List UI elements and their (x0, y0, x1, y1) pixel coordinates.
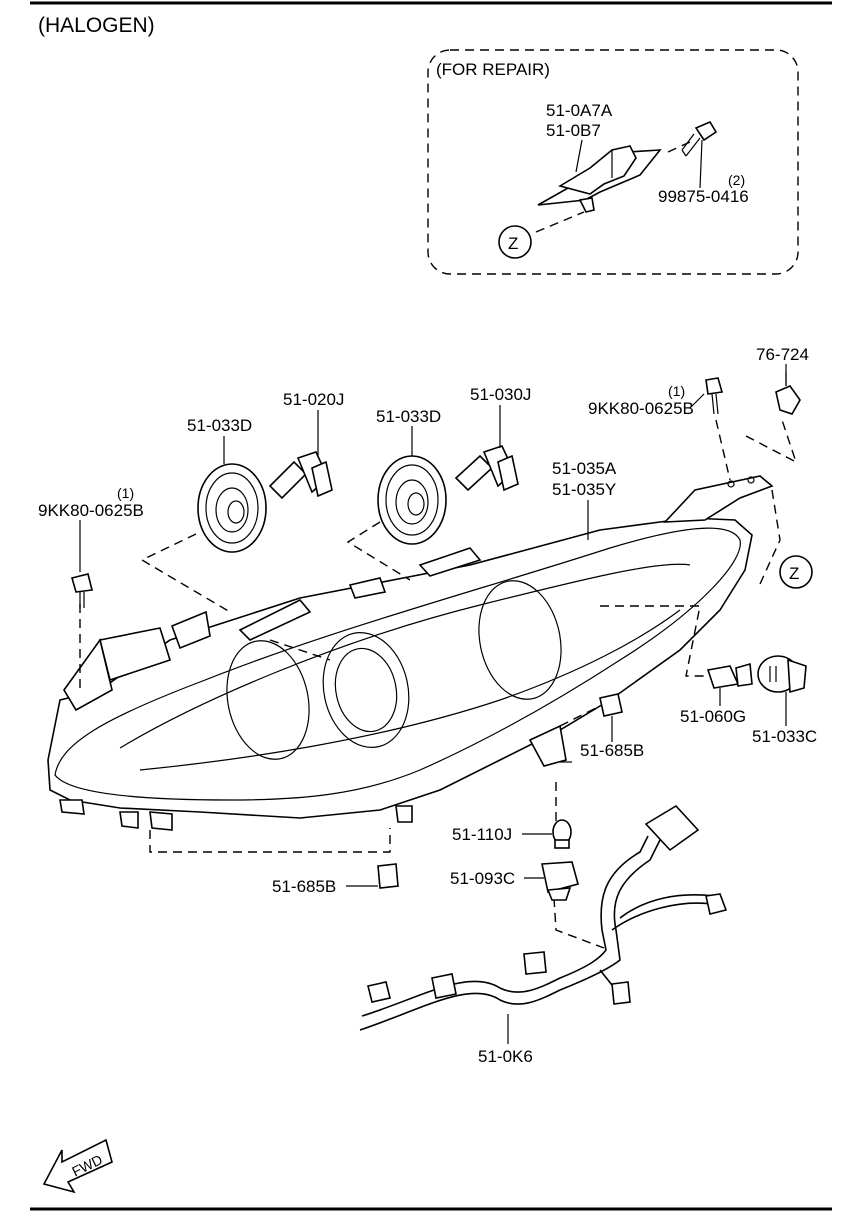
reflector-left (226, 640, 310, 760)
repair-screw-label: 99875-0416 (658, 187, 749, 206)
side-marker-bulb (706, 662, 753, 689)
repair-screw-dashline (667, 141, 691, 153)
callout-turn-socket: 51-093C (450, 869, 515, 888)
callout-bulb-holder-right: 51-033D (376, 407, 441, 426)
callout-bulb-left: 51-020J (283, 390, 344, 409)
callout-screw-right: 9KK80-0625B (588, 399, 694, 418)
harness-connector-left (367, 981, 391, 1003)
headlamp-bulb-left (268, 451, 333, 500)
diagram-title: (HALOGEN) (38, 14, 155, 37)
assembly-dashlines (79, 419, 798, 949)
fwd-arrow: FWD (42, 1138, 113, 1194)
side-marker-socket (757, 655, 807, 694)
repair-zone-letter: Z (508, 234, 518, 253)
reflector-right (478, 580, 562, 700)
harness-connector-aux (705, 893, 728, 915)
clip (775, 372, 801, 415)
headlamp-bulb-right (454, 445, 519, 492)
projector-lens (322, 631, 410, 749)
screw-left (71, 573, 93, 608)
callout-side-bulb: 51-060G (680, 707, 746, 726)
repair-zone-circle (498, 225, 532, 259)
repair-bracket-leader (575, 139, 583, 173)
callout-bracket-right: 51-685B (580, 741, 644, 760)
repair-inset-title: (FOR REPAIR) (436, 60, 550, 79)
callout-headlamp-a: 51-035A (552, 459, 617, 478)
callout-harness: 51-0K6 (478, 1047, 533, 1066)
repair-screw-qty: (2) (728, 172, 745, 188)
repair-bracket (537, 145, 662, 213)
callout-headlamp-b: 51-035Y (552, 480, 616, 499)
turn-socket (541, 861, 579, 901)
wiring-harness (359, 804, 728, 1031)
bulb-holder-right (377, 455, 447, 545)
callout-bracket-bottom: 51-685B (272, 877, 336, 896)
repair-inset: (FOR REPAIR) 51-0A7A 51-0B7 (2) 99875-04… (427, 49, 799, 275)
bracket-right (599, 693, 623, 717)
callout-bulb-right: 51-030J (470, 385, 531, 404)
screw-right (705, 377, 724, 415)
repair-screw (681, 120, 718, 157)
callout-clip: 76-724 (756, 345, 809, 364)
callout-screw-right-qty: (1) (668, 383, 685, 399)
turn-bulb (552, 819, 572, 849)
callout-side-socket: 51-033C (752, 727, 817, 746)
repair-bracket-label-1: 51-0A7A (546, 101, 613, 120)
callout-screw-left: 9KK80-0625B (38, 501, 144, 520)
harness-connector-main (644, 804, 700, 852)
zone-marker-letter: Z (789, 564, 799, 583)
repair-inset-frame (427, 49, 799, 275)
callout-screw-left-qty: (1) (117, 485, 134, 501)
repair-bracket-label-2: 51-0B7 (546, 121, 601, 140)
callout-turn-bulb: 51-110J (452, 825, 512, 844)
bulb-holder-left (197, 463, 267, 553)
callout-bulb-holder-left: 51-033D (187, 416, 252, 435)
repair-screw-leader (699, 139, 703, 189)
headlamp-assembly (47, 475, 774, 831)
zone-marker: Z (779, 555, 813, 589)
bracket-bottom (377, 863, 399, 889)
repair-zone-dashline (535, 211, 585, 233)
